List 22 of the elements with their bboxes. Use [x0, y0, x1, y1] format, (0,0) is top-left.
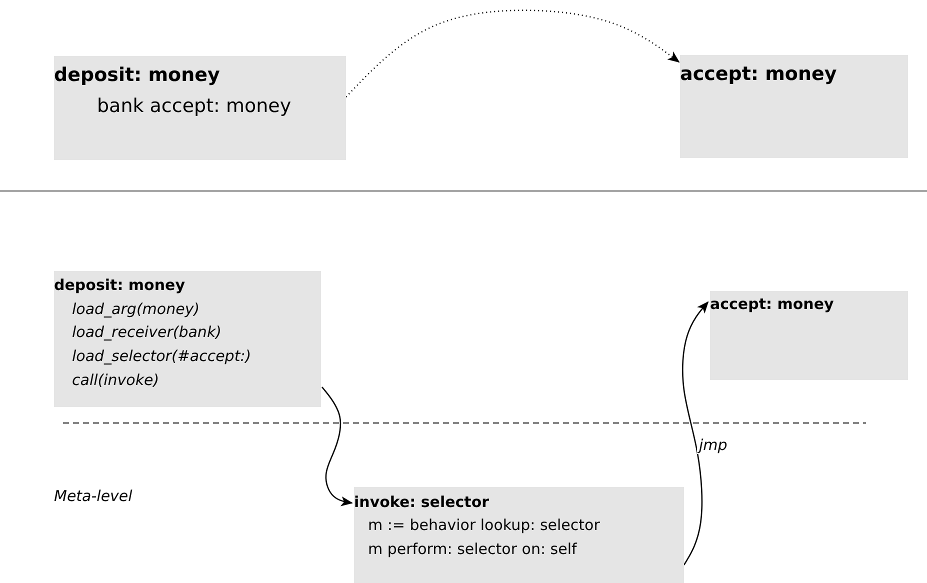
method-box	[680, 55, 908, 158]
arrow	[322, 386, 353, 506]
method-heading: invoke: selector	[354, 492, 490, 513]
method-heading: accept: money	[710, 294, 834, 315]
arrow	[346, 10, 680, 98]
method-heading: deposit: money	[54, 275, 185, 296]
arrow	[682, 301, 709, 566]
code-line: load_arg(money)	[72, 298, 200, 320]
method-heading: accept: money	[680, 62, 837, 87]
code-line: m perform: selector on: self	[368, 538, 577, 560]
method-box	[54, 56, 346, 160]
code-line: load_selector(#accept:)	[72, 346, 252, 368]
method-box	[710, 291, 908, 380]
method-heading: deposit: money	[54, 63, 220, 88]
code-line: bank accept: money	[97, 94, 292, 120]
code-line: load_receiver(bank)	[72, 322, 222, 344]
edge-label: jmp	[697, 436, 730, 454]
method-box	[354, 487, 684, 583]
level-label: Meta-level	[54, 487, 132, 505]
code-line: m := behavior lookup: selector	[368, 515, 600, 536]
code-line: call(invoke)	[72, 370, 160, 391]
method-box	[54, 271, 321, 407]
